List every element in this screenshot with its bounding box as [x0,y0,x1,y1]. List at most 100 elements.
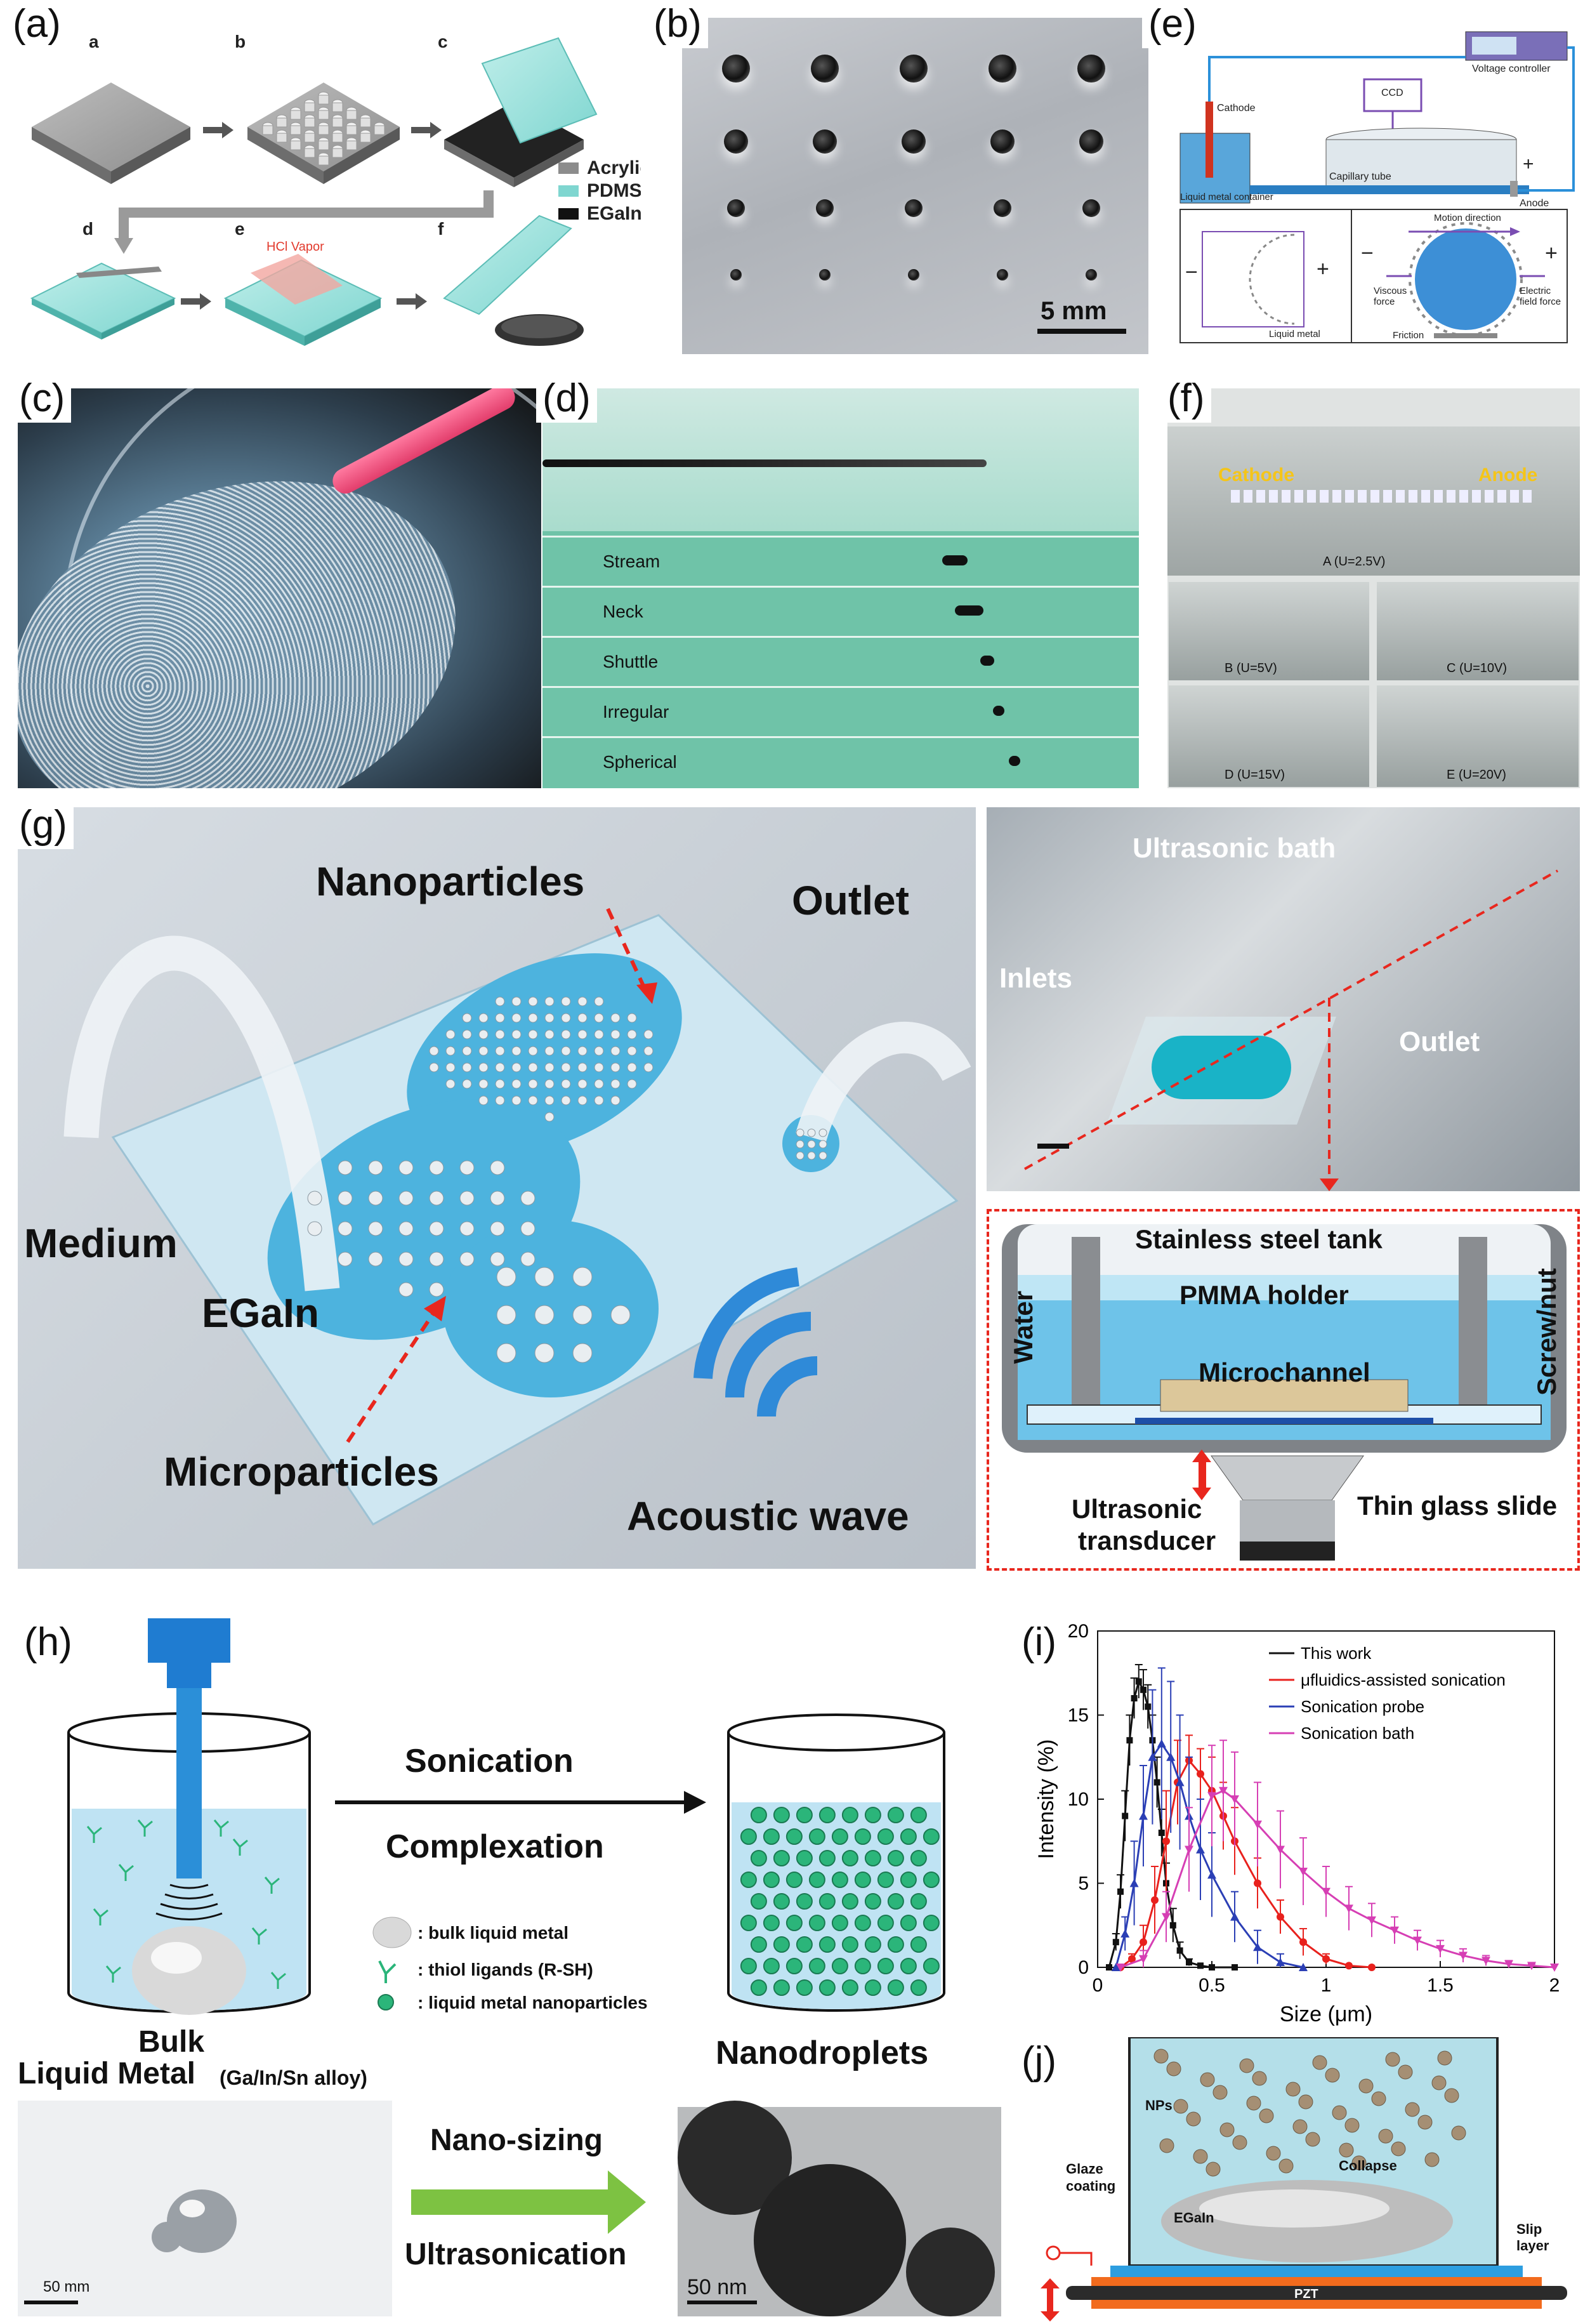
step-f-block [443,215,584,346]
legend-entry: Sonication probe [1301,1697,1424,1716]
blue-channel [1152,1036,1291,1099]
data-point [1145,1703,1152,1710]
particle [520,1191,535,1206]
data-point [1367,1916,1376,1925]
f-condition-b: B (U=5V) [1225,661,1277,675]
f-cell-e [1377,685,1579,787]
data-point [1345,1962,1353,1970]
e-minus-left: − [1185,260,1198,284]
data-point [1459,1951,1468,1960]
sonication-label: Sonication [405,1743,574,1779]
nanoparticle [831,1828,848,1845]
panel-i-label: (i) [1015,1618,1063,1667]
data-point [1135,1678,1142,1685]
label-egain: EGaIn [202,1290,319,1336]
np-particle [1305,2132,1320,2147]
particle [495,1079,505,1089]
particle [627,1062,637,1073]
particle [807,1128,816,1137]
hole-dot [819,269,831,281]
particle [544,1046,555,1056]
particle [610,1013,621,1023]
data-point [1277,1913,1284,1921]
f-anode-label: Anode [1478,465,1538,485]
pillar-body [360,133,371,143]
particle [459,1191,475,1206]
step-a-block [32,83,190,184]
data-point [1196,1845,1205,1854]
panel-j: (j) NPs Collapse Glaze coating EGaIn Sli… [1015,2037,1586,2324]
nanoparticle [910,1850,927,1866]
nanoparticle [887,1850,904,1866]
np-particle [1292,2119,1308,2134]
particle [594,1013,604,1023]
pillar-body [290,125,301,135]
nanoparticle [785,1828,803,1845]
np-particle [1417,2115,1433,2130]
droplet-shape [942,555,968,565]
nanoparticle [841,1936,858,1953]
hole-dot [816,199,834,217]
particle [490,1160,505,1175]
particle [807,1151,816,1160]
particle [462,1062,472,1073]
particle [572,1267,593,1287]
data-point [1157,1739,1166,1748]
x-tick-label: 0.5 [1199,1975,1225,1996]
particle [577,1029,588,1040]
np-particle [1186,2111,1201,2127]
friction-label: Friction [1393,330,1424,341]
e-minus-right: − [1361,241,1374,265]
x-axis-label: Size (μm) [1280,2002,1372,2026]
cathode-label: Cathode [1217,103,1256,114]
pillar-body [276,117,287,128]
np-particle [1312,2055,1327,2070]
nanoparticle [887,1893,904,1910]
particle [534,1343,555,1363]
step-d-block [30,262,176,340]
nanoparticle [796,1850,813,1866]
nanoparticle [785,1958,803,1974]
pillar-body [304,102,315,112]
hole-dot [900,55,928,83]
data-point [1186,1959,1192,1966]
data-point [1550,1964,1559,1972]
slip-label-2: layer [1516,2238,1549,2254]
particle [818,1151,827,1160]
particle [511,1029,522,1040]
nanoparticle [923,1828,940,1845]
nanoparticle [923,1872,940,1888]
mode-label: Shuttle [603,652,659,671]
nanoparticle [910,1936,927,1953]
nanoparticle [763,1958,780,1974]
viscous-force-label: Viscous force [1374,286,1407,307]
legend-entry: This work [1301,1644,1372,1663]
nanoparticle [763,1915,780,1931]
nanoparticle [900,1958,917,1974]
tank-label: Stainless steel tank [1135,1224,1383,1254]
step-b-tag: b [235,32,246,51]
np-particle [1325,2068,1340,2083]
particle [490,1191,505,1206]
hole-dot [908,269,919,281]
particle [445,1029,456,1040]
panel-f-label: (f) [1161,374,1211,423]
data-point [1436,1944,1445,1953]
data-point [1482,1957,1490,1965]
particle [577,996,588,1007]
hole-dot [1079,129,1103,154]
nanoparticle [740,1915,757,1931]
mode-label: Stream [603,551,660,571]
jet-image [542,388,1139,531]
f-condition-e: E (U=20V) [1447,768,1506,782]
data-point [1175,1778,1185,1786]
thiol-ligand [251,1927,267,1944]
nanoparticle [841,1893,858,1910]
legend-entry: Sonication bath [1301,1724,1414,1743]
particle [478,1062,489,1073]
label-acoustic-wave: Acoustic wave [627,1493,909,1539]
particle [338,1160,353,1175]
sonication-schematic [18,1618,1001,2316]
nanoparticle [864,1850,881,1866]
